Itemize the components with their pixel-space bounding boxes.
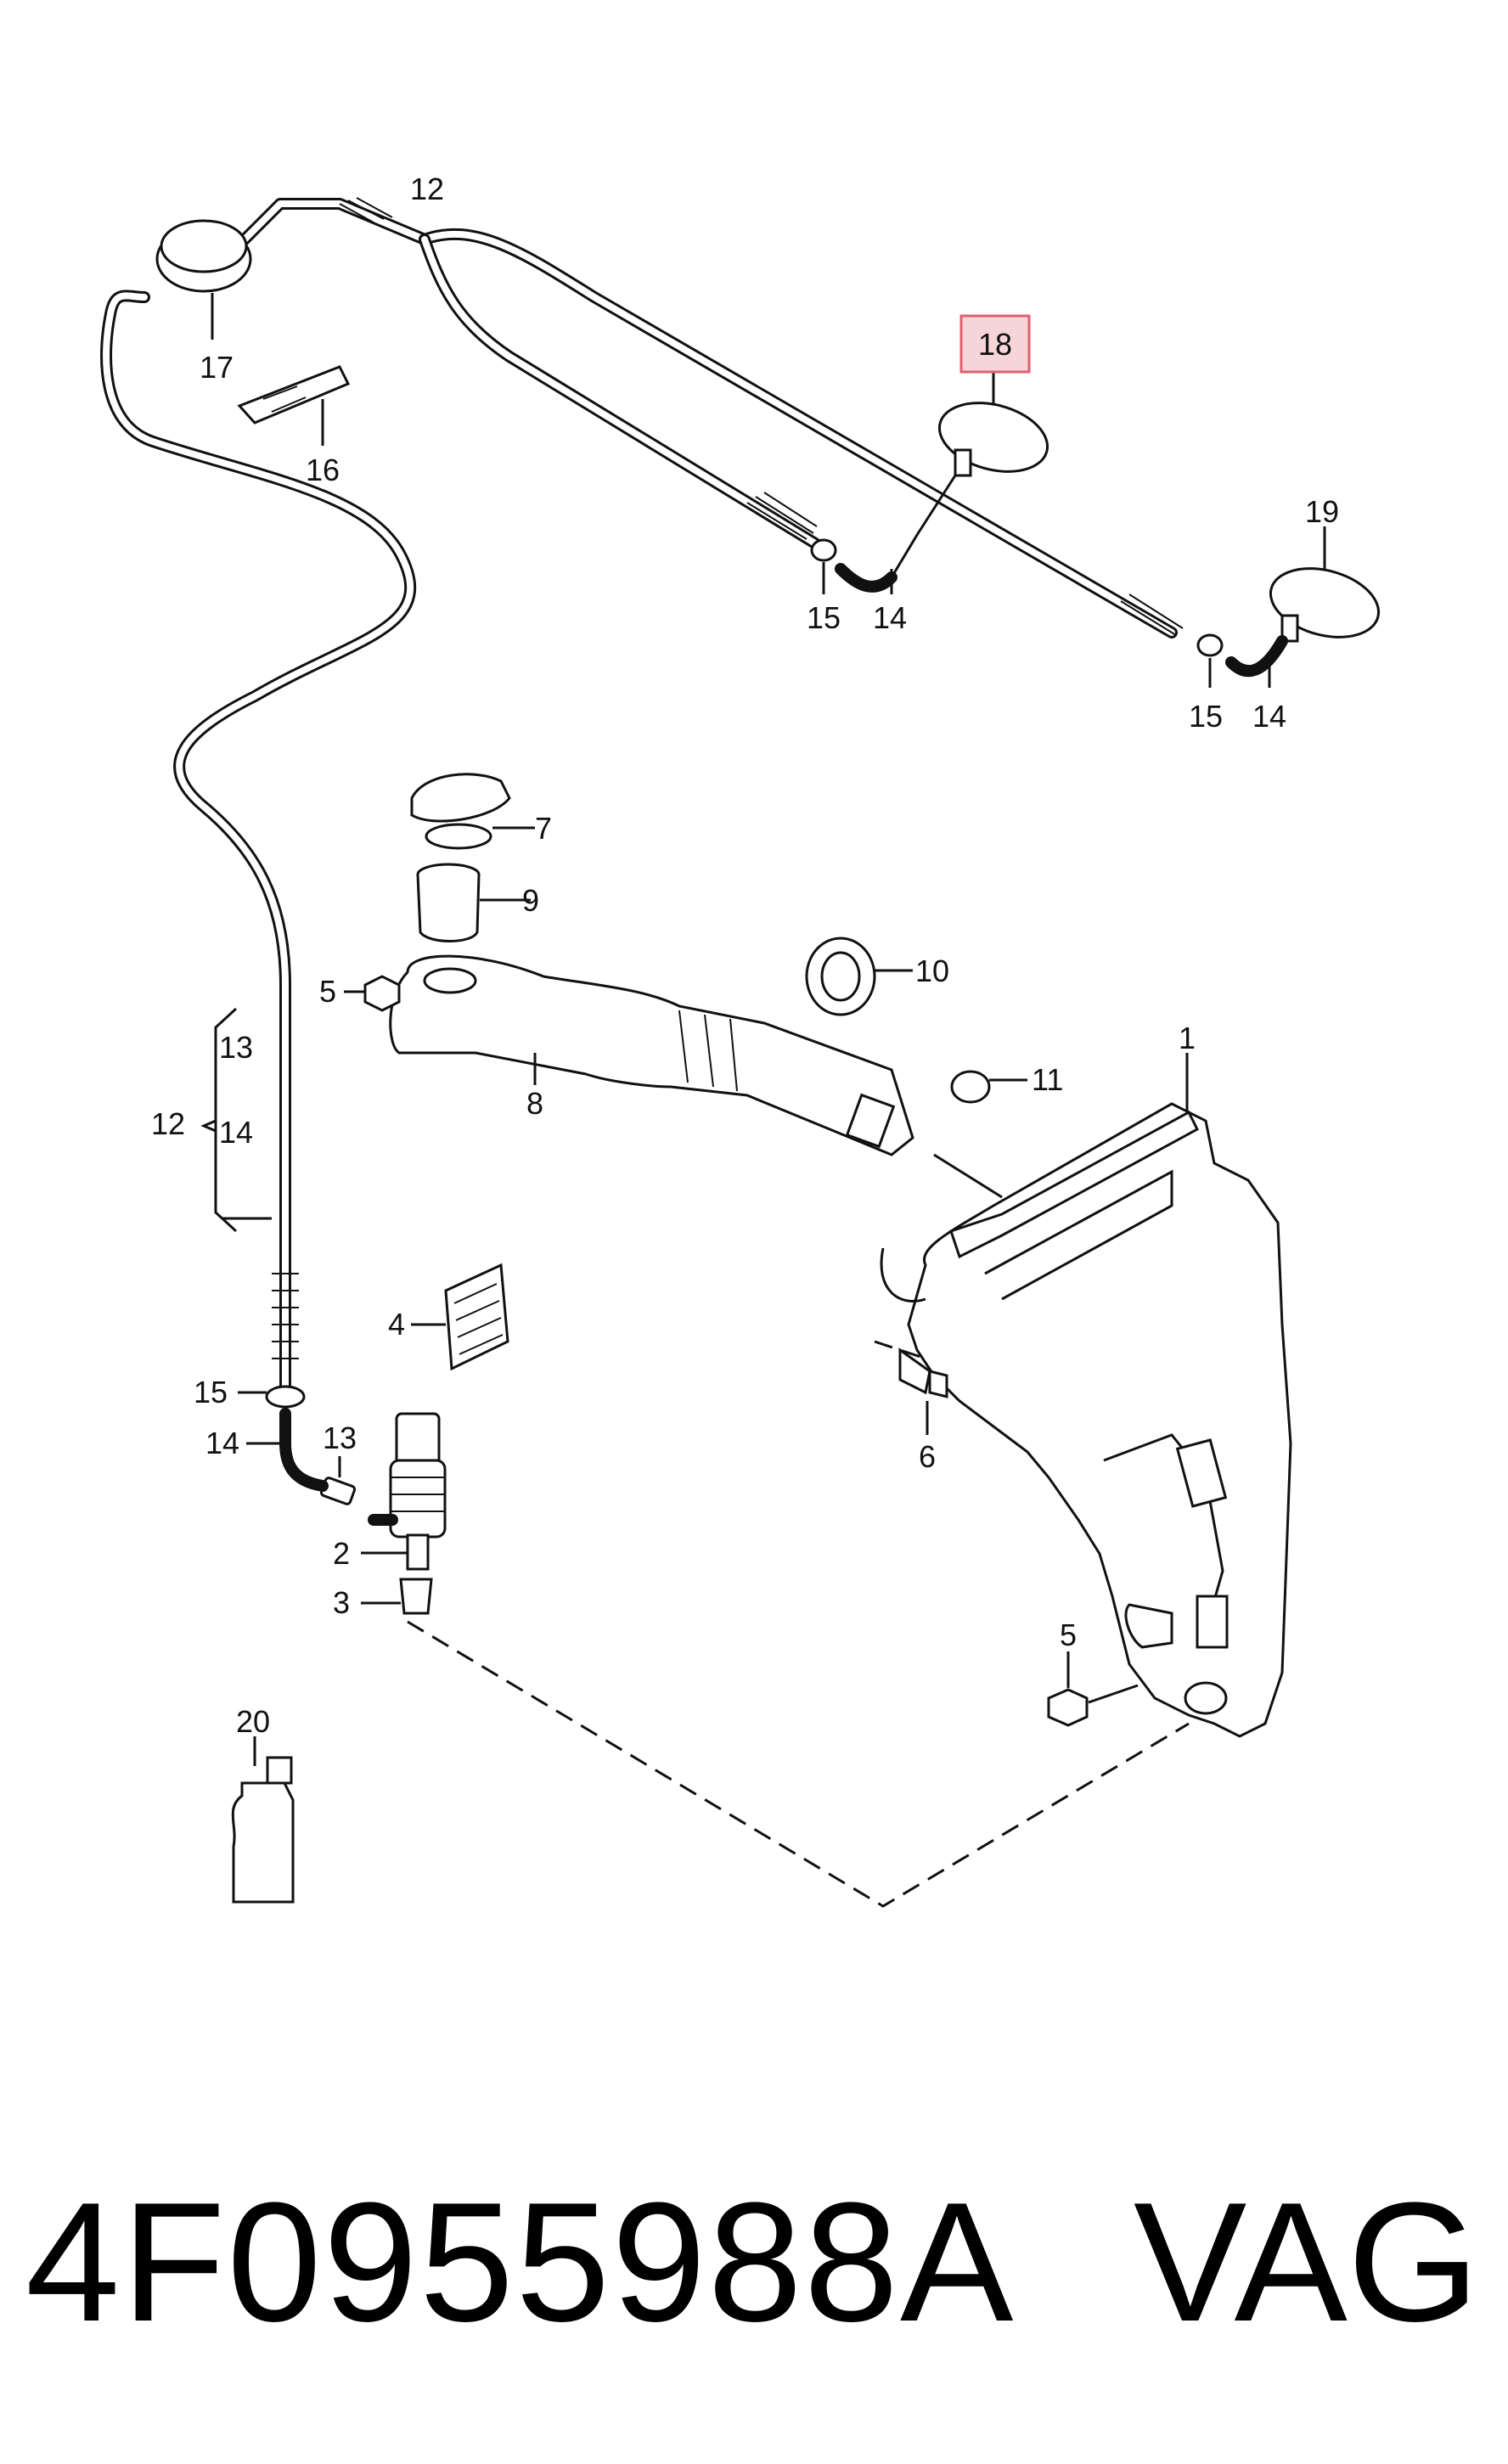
callout-11: 11 <box>1032 1062 1063 1097</box>
callout-18: 18 <box>978 327 1012 362</box>
washer-pump-2 <box>361 1412 447 1571</box>
callout-4: 4 <box>388 1307 405 1342</box>
callout-14-right: 14 <box>1252 699 1286 734</box>
grommet-3 <box>361 1578 433 1615</box>
o-ring-11 <box>950 1070 1027 1104</box>
callout-15-pump: 15 <box>194 1375 228 1409</box>
callout-14-side: 14 <box>219 1115 253 1150</box>
washer-hose-assembly <box>100 197 1184 1398</box>
clamp-15-pump <box>238 1385 306 1409</box>
callout-13-side: 13 <box>219 1030 253 1065</box>
clamp-15-right <box>1196 633 1224 688</box>
callout-8: 8 <box>526 1086 543 1121</box>
washer-nozzle-19 <box>1225 526 1381 678</box>
callout-20: 20 <box>236 1704 270 1739</box>
callout-15-mid: 15 <box>807 600 841 635</box>
brand-label: VAG <box>1134 2168 1480 2357</box>
callout-5-bottom: 5 <box>1060 1617 1077 1652</box>
adhesive-pad-4 <box>411 1263 509 1371</box>
hose-clip-16 <box>237 365 351 446</box>
filler-cap-7 <box>410 773 535 850</box>
bolt-6 <box>874 1340 948 1435</box>
part-number: 4F0955988A <box>25 2168 1016 2357</box>
callout-2: 2 <box>333 1536 350 1571</box>
clamp-15-mid <box>810 538 837 594</box>
callout-6: 6 <box>919 1439 936 1474</box>
washer-nozzle-18 <box>835 367 1049 593</box>
bracket-12-group <box>200 1007 272 1233</box>
callout-17: 17 <box>200 350 234 385</box>
callout-9: 9 <box>522 883 539 918</box>
callout-1: 1 <box>1179 1021 1196 1055</box>
callout-12-side: 12 <box>151 1106 185 1141</box>
callout-13-pump: 13 <box>323 1420 357 1455</box>
callout-14-pump: 14 <box>205 1426 239 1460</box>
callout-7: 7 <box>535 811 552 846</box>
reservoir-cap-17 <box>155 219 252 340</box>
callout-14-mid: 14 <box>873 600 907 635</box>
callout-16: 16 <box>306 453 340 487</box>
callout-10: 10 <box>915 954 949 988</box>
callout-18-highlight <box>959 314 1031 374</box>
nut-5-top <box>344 975 401 1012</box>
callout-15-right: 15 <box>1189 699 1223 734</box>
grommet-10 <box>805 937 913 1016</box>
filler-neck-bush-9 <box>416 863 531 942</box>
callout-19: 19 <box>1305 494 1339 529</box>
callout-3: 3 <box>333 1585 350 1620</box>
callout-5-top: 5 <box>319 974 336 1009</box>
washer-reservoir-1 <box>880 1053 1292 1738</box>
nut-5-bottom <box>1047 1651 1139 1727</box>
elbow-14-pump <box>246 1408 329 1492</box>
callout-12-top: 12 <box>410 172 444 206</box>
connector-13-pump <box>319 1456 357 1505</box>
washer-fluid-bottle-20 <box>231 1736 295 1904</box>
filler-neck-8 <box>389 954 914 1156</box>
